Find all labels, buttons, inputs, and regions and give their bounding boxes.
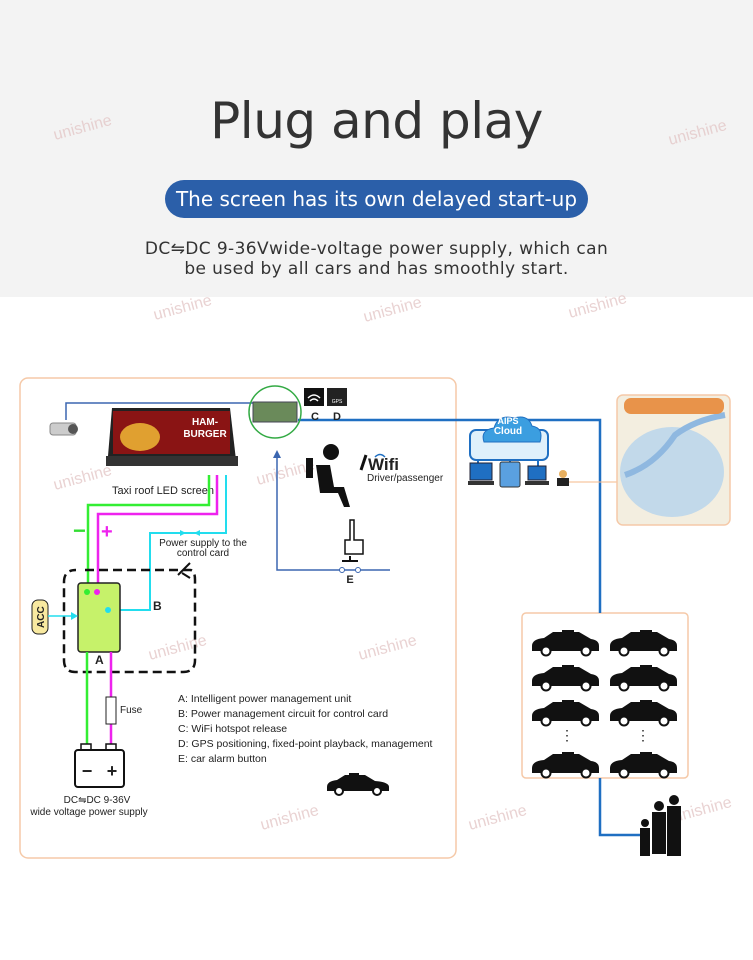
positive-wire	[96, 475, 219, 591]
watermark: unishine	[362, 294, 424, 326]
fuse-label: Fuse	[120, 705, 143, 716]
ellipsis: ⋮	[636, 727, 650, 743]
subtitle-pill: The screen has its own delayed start-up	[165, 180, 588, 218]
page-title: Plug and play	[210, 92, 543, 150]
alarm-button	[342, 556, 358, 562]
wifi-hotspot-icon	[304, 388, 324, 406]
power-management-unit	[77, 582, 121, 653]
taxi-icon	[610, 752, 677, 779]
control-card	[252, 401, 298, 423]
description: DC⇋DC 9-36Vwide-voltage power supply, wh…	[100, 239, 653, 279]
control-card-highlight	[248, 385, 302, 439]
finger-press-icon	[344, 519, 364, 555]
cloud-label: Cloud	[494, 426, 522, 437]
watermark: unishine	[52, 462, 114, 494]
camera-icon	[49, 422, 78, 436]
switch-icon	[177, 562, 191, 579]
driver-label: Driver/passenger	[367, 473, 444, 484]
minus-label: −	[73, 518, 86, 543]
aips-cloud	[469, 416, 549, 461]
watermark: unishine	[259, 802, 321, 834]
legend-item: B: Power management circuit for control …	[178, 708, 388, 720]
battery-minus: −	[82, 761, 93, 781]
watermark: unishine	[667, 117, 729, 149]
acc-input	[31, 599, 49, 635]
wiring-panel	[19, 377, 457, 859]
plus-label: +	[101, 521, 113, 543]
acc-label: ACC	[36, 606, 47, 628]
alarm-line	[276, 452, 390, 571]
taxi-icon	[532, 700, 599, 727]
battery-icon	[74, 743, 125, 788]
gps-icon-text: GPS	[332, 399, 343, 405]
watermark: unishine	[467, 802, 529, 834]
cloud-label: AIPS	[497, 416, 518, 426]
label-d: D	[333, 411, 341, 423]
legend-item: A: Intelligent power management unit	[178, 693, 351, 705]
taxi-icon	[610, 630, 677, 657]
network-line	[298, 418, 602, 613]
watermark: unishine	[567, 290, 629, 322]
fleet-panel	[521, 612, 689, 779]
negative-wire	[86, 475, 211, 591]
devices-icon	[468, 461, 569, 488]
power-label: DC⇋DC 9-36V	[64, 795, 131, 806]
legend-item: E: car alarm button	[178, 753, 267, 765]
arrow-icon	[71, 612, 78, 620]
header-band	[0, 0, 753, 297]
wifi-label: Wifi	[368, 455, 399, 474]
taxi-icon	[532, 665, 599, 692]
arrow-icon	[180, 530, 200, 536]
fuse-icon	[105, 696, 117, 725]
legend-item: D: GPS positioning, fixed-point playback…	[178, 738, 433, 750]
label-c: C	[311, 411, 319, 423]
power-supply-label: Power supply to the	[159, 538, 247, 549]
watermark: unishine	[52, 112, 114, 144]
power-management-enclosure	[62, 568, 197, 674]
wifi-icon	[374, 453, 386, 458]
taxi-roof-led-screen: HAM- BURGER	[106, 408, 238, 466]
taxi-fleet	[532, 630, 677, 779]
description-line: be used by all cars and has smoothly sta…	[184, 259, 569, 279]
screen-ad-text: BURGER	[183, 429, 227, 440]
taxi-icon	[327, 773, 389, 796]
slash-icon	[359, 454, 368, 471]
legend-item: C: WiFi hotspot release	[178, 723, 287, 735]
taxi-icon	[532, 630, 599, 657]
map-image	[616, 394, 731, 526]
control-card-power-wire	[108, 475, 227, 611]
taxi-icon	[532, 752, 599, 779]
description-line: DC⇋DC 9-36Vwide-voltage power supply, wh…	[144, 239, 609, 259]
power-label: wide voltage power supply	[29, 807, 147, 818]
legend: A: Intelligent power management unit B: …	[178, 693, 433, 765]
passengers-icon	[640, 795, 681, 856]
label-e: E	[346, 574, 353, 586]
power-supply-label: control card	[177, 548, 229, 559]
arrow-icon	[273, 450, 281, 458]
unit-a-label: A	[95, 653, 104, 667]
passenger-line	[598, 778, 640, 837]
watermark: unishine	[357, 632, 419, 664]
camera-line	[65, 402, 262, 420]
unit-b-label: B	[153, 599, 162, 613]
taxi-icon	[610, 700, 677, 727]
taxi-icon	[610, 665, 677, 692]
watermark: unishine	[147, 632, 209, 664]
gps-icon	[327, 388, 347, 406]
battery-plus: +	[107, 761, 118, 781]
watermark: unishine	[152, 292, 214, 324]
driver-seat-icon	[306, 444, 350, 507]
led-screen-label: Taxi roof LED screen	[112, 485, 214, 497]
screen-ad-text: HAM-	[192, 417, 218, 428]
ellipsis: ⋮	[560, 727, 574, 743]
